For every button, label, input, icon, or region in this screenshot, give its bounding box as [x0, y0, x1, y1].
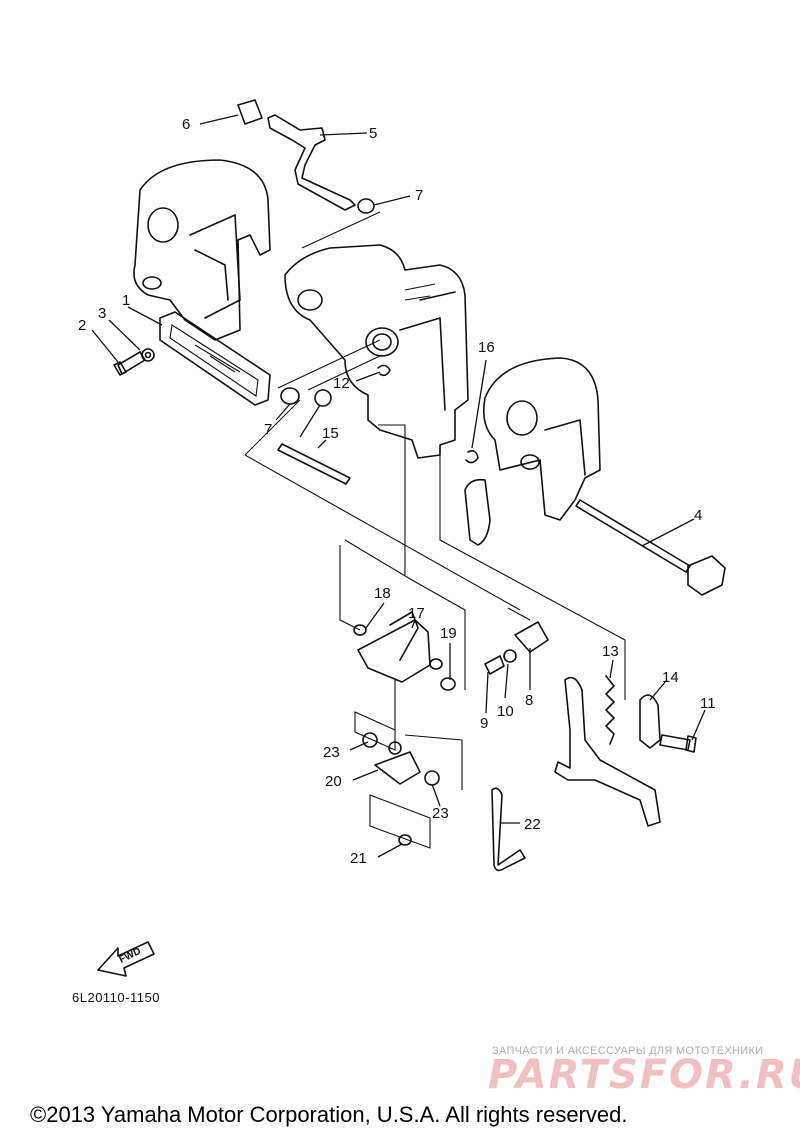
copyright-footer: ©2013 Yamaha Motor Corporation, U.S.A. A…: [30, 1102, 628, 1127]
label-part-10: 10: [497, 703, 514, 720]
part-21-pin: [369, 794, 431, 849]
label-part-7-lower: 7: [264, 421, 272, 438]
label-part-8: 8: [525, 692, 533, 709]
label-part-7-top: 7: [415, 187, 423, 204]
part-1-plate: [159, 311, 271, 406]
label-part-13: 13: [602, 643, 619, 660]
part-12-clip: [377, 364, 391, 377]
label-part-21: 21: [350, 850, 367, 867]
label-part-2: 2: [78, 317, 86, 334]
part-17-lever-assembly: [339, 545, 466, 691]
part-22-rod: [491, 787, 526, 872]
label-part-4: 4: [694, 507, 702, 524]
label-part-11: 11: [700, 695, 716, 712]
part-10-washer: [503, 649, 517, 663]
label-part-19: 19: [440, 625, 457, 642]
label-part-22: 22: [524, 816, 541, 833]
part-11-bolt: [659, 734, 697, 753]
part-2-bolt: [113, 351, 146, 376]
part-14-tilt-lever: [554, 676, 661, 827]
label-part-9: 9: [480, 715, 488, 732]
label-part-1: 1: [122, 292, 130, 309]
swivel-bracket: [284, 244, 469, 459]
part-8-clamp: [507, 607, 549, 653]
diagram-code: 6L20110-1150: [72, 990, 160, 1005]
reference-lines: [244, 211, 626, 730]
part-4-rod: [575, 499, 726, 596]
watermark-logo: PARTSFOR.RU: [488, 1052, 800, 1098]
part-13-spring: [605, 675, 615, 745]
label-part-16: 16: [478, 339, 495, 356]
part-16-clip: [465, 450, 479, 464]
part-5-lever: [267, 114, 356, 211]
part-9-bolt: [484, 655, 505, 675]
label-part-14: 14: [662, 669, 679, 686]
label-part-15: 15: [322, 425, 339, 442]
watermark-caption: ЗАПЧАСТИ И АКСЕССУАРЫ ДЛЯ МОТОТЕХНИКИ: [492, 1045, 764, 1057]
right-clamp-bracket: [464, 357, 601, 546]
fwd-label: FWD: [117, 946, 142, 966]
label-part-18: 18: [374, 585, 391, 602]
part-15-shaft: [277, 443, 351, 485]
leader-lines: [91, 114, 706, 858]
part-3-washer: [141, 348, 155, 362]
label-part-23-left: 23: [323, 744, 340, 761]
label-part-12: 12: [333, 375, 350, 392]
fwd-arrow-icon: FWD: [97, 941, 155, 977]
left-clamp-bracket: [133, 159, 271, 341]
part-6-grip: [237, 99, 263, 125]
part-20-bracket: [354, 711, 463, 790]
label-part-3: 3: [98, 305, 106, 322]
label-part-6: 6: [182, 116, 190, 133]
label-part-20: 20: [325, 773, 342, 790]
part-number-labels: 1 2 3 4 5 6 7 7 8 9 10 11 12 13 14 15 16…: [78, 116, 716, 867]
label-part-23-right: 23: [432, 805, 449, 822]
label-part-17: 17: [408, 605, 425, 622]
label-part-5: 5: [369, 125, 377, 142]
part-7-bushing: [280, 198, 375, 407]
